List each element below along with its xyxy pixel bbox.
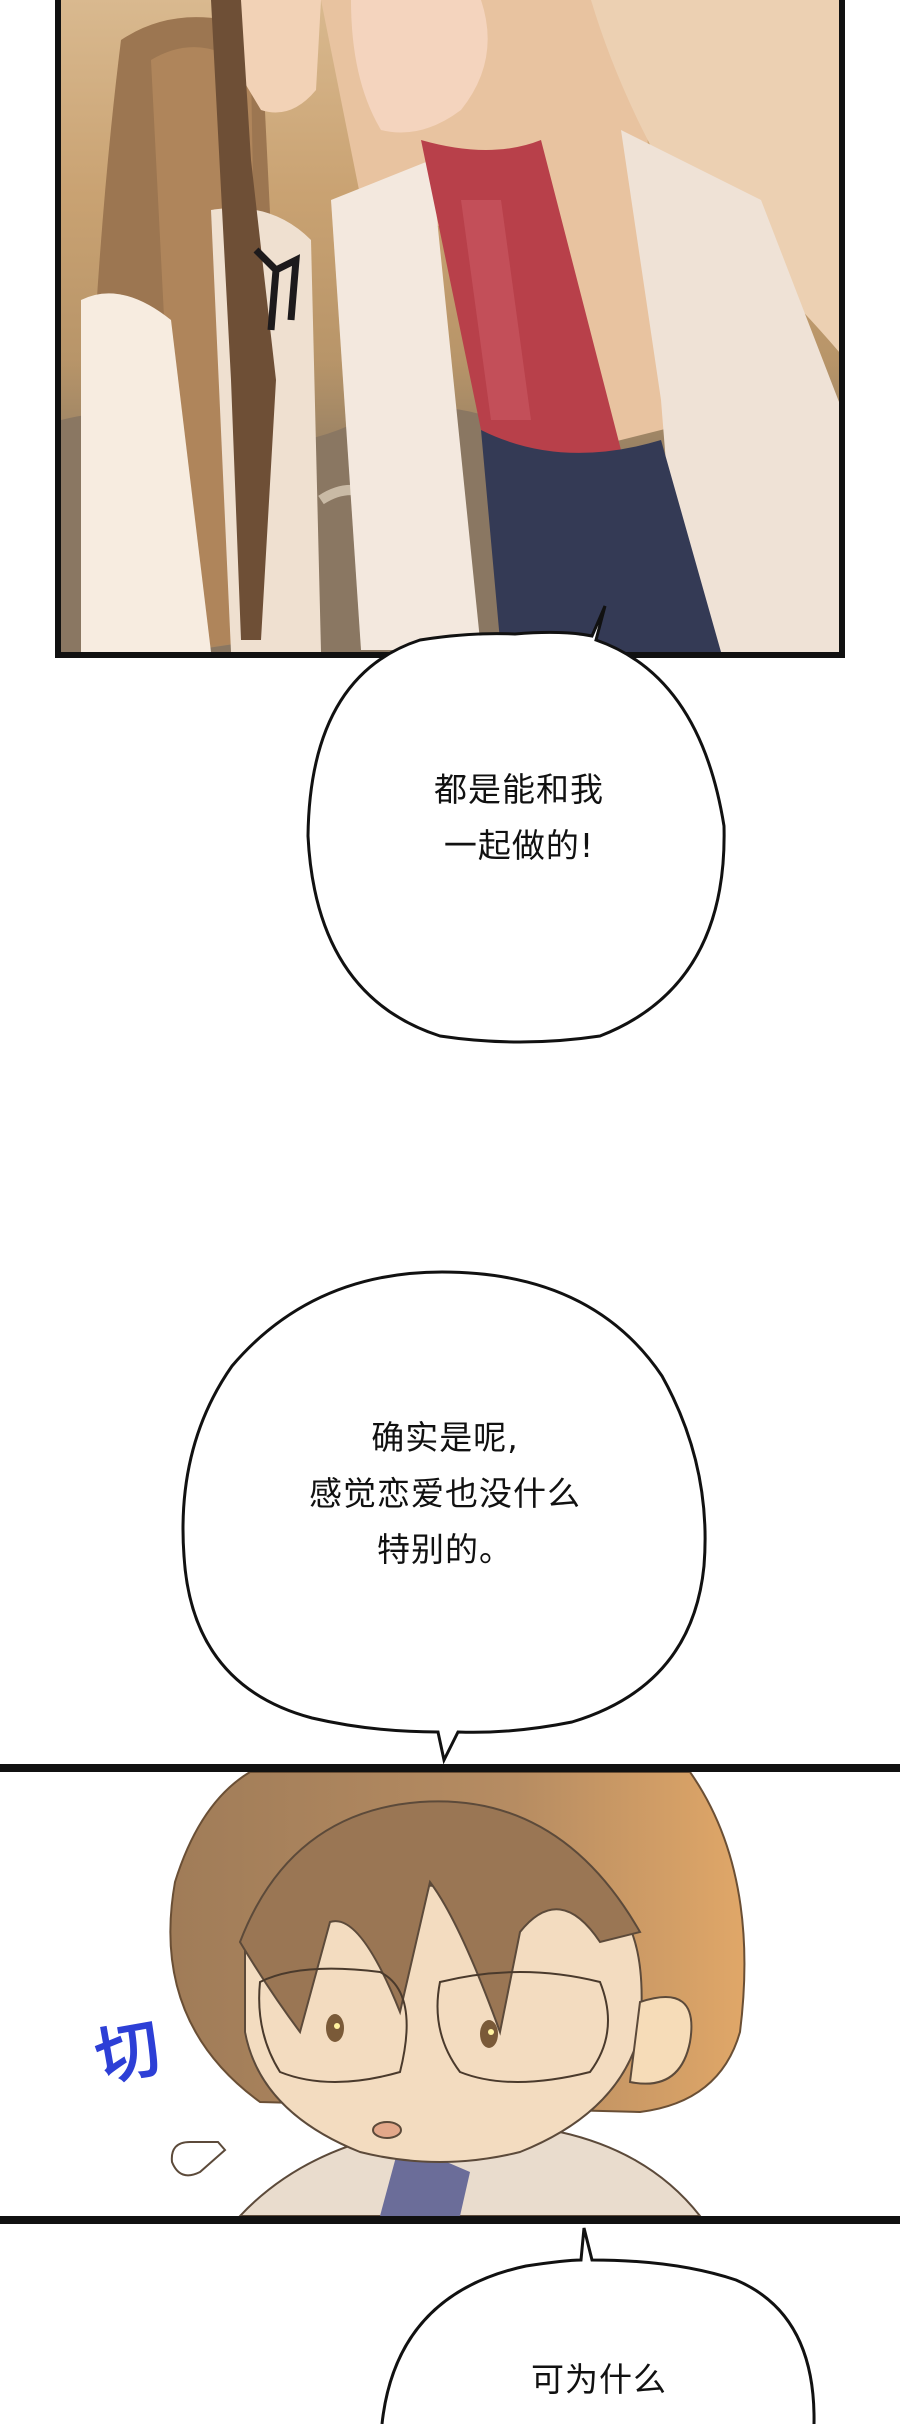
comic-panel-1 (55, 0, 845, 658)
panel-2-illustration (169, 1772, 746, 2216)
speech-bubble-3 (380, 2227, 816, 2424)
comic-panel-2: 切 (0, 1764, 900, 2224)
bubble-3-text: 可为什么 (531, 2360, 667, 2399)
speech-bubble-2 (181, 1270, 707, 1765)
panel-1-illustration (61, 0, 839, 652)
bubble-1-text: 都是能和我 一起做的! (434, 770, 604, 865)
speech-bubble-1 (306, 605, 726, 1044)
bubble-2-text: 确实是呢, 感觉恋爱也没什么 特别的。 (309, 1418, 581, 1569)
